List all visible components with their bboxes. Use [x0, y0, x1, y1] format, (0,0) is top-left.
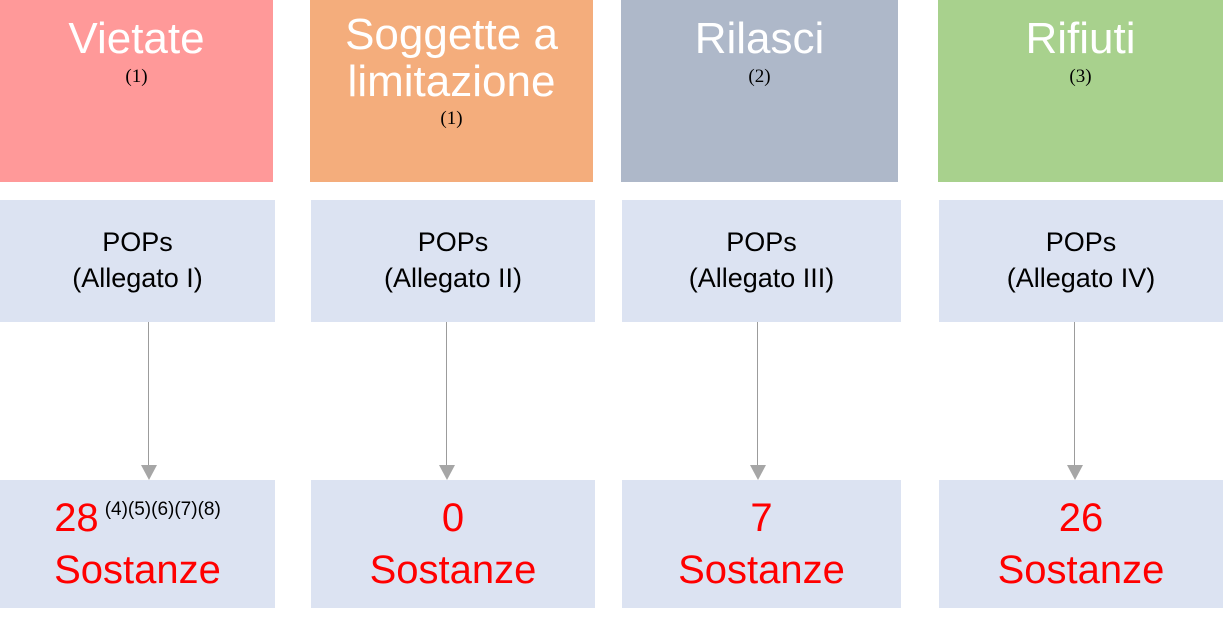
arrow-shaft: [757, 322, 758, 465]
annex-box-allegato-iv[interactable]: POPs (Allegato IV): [939, 200, 1223, 322]
annex-line-primary: POPs: [1045, 227, 1117, 258]
annex-line-secondary: (Allegato I): [72, 263, 203, 293]
arrow-shaft: [1074, 322, 1075, 465]
result-count-row: 28 (4)(5)(6)(7)(8): [54, 498, 221, 538]
result-box-rilasci[interactable]: 7 Sostanze: [622, 480, 901, 608]
result-footnote-refs: (4)(5)(6)(7)(8): [104, 499, 221, 520]
connector-arrow-vietate: [141, 322, 157, 480]
arrow-head-icon: [439, 465, 455, 480]
annex-line-primary: POPs: [726, 227, 797, 258]
arrow-shaft: [446, 322, 447, 465]
category-box-vietate[interactable]: Vietate (1): [0, 0, 273, 182]
connector-arrow-rifiuti: [1067, 322, 1083, 480]
result-count: 28: [54, 496, 99, 540]
category-footnote: (1): [125, 65, 148, 87]
annex-box-allegato-iii[interactable]: POPs (Allegato III): [622, 200, 901, 322]
result-box-vietate[interactable]: 28 (4)(5)(6)(7)(8) Sostanze: [0, 480, 275, 608]
result-count: 0: [441, 496, 465, 540]
result-unit-label: Sostanze: [678, 548, 845, 592]
arrow-head-icon: [1067, 465, 1083, 480]
result-count-row: 26: [1059, 498, 1104, 538]
result-unit-label: Sostanze: [369, 548, 537, 592]
arrow-head-icon: [750, 465, 766, 480]
category-title: Vietate: [68, 14, 205, 63]
annex-line-primary: POPs: [417, 227, 489, 258]
result-box-soggette-a-limitazione[interactable]: 0 Sostanze: [311, 480, 595, 608]
annex-line-secondary: (Allegato IV): [1006, 263, 1156, 293]
category-box-rilasci[interactable]: Rilasci (2): [621, 0, 898, 182]
connector-arrow-rilasci: [750, 322, 766, 480]
annex-line-secondary: (Allegato III): [688, 263, 835, 293]
category-footnote: (2): [748, 65, 771, 87]
annex-box-allegato-ii[interactable]: POPs (Allegato II): [311, 200, 595, 322]
result-count-row: 0: [442, 498, 464, 538]
category-title: Rifiuti: [1025, 14, 1136, 63]
annex-line-primary: POPs: [102, 227, 173, 258]
category-box-rifiuti[interactable]: Rifiuti (3): [938, 0, 1223, 182]
result-unit-label: Sostanze: [997, 548, 1165, 592]
category-title: Rilasci: [694, 14, 825, 63]
category-title: Soggette a limitazione: [345, 10, 558, 106]
result-count: 7: [750, 496, 773, 540]
connector-arrow-soggette-a-limitazione: [439, 322, 455, 480]
category-box-soggette-a-limitazione[interactable]: Soggette a limitazione (1): [310, 0, 593, 182]
category-footnote: (1): [440, 108, 463, 130]
result-count-row: 7: [750, 498, 772, 538]
annex-line-secondary: (Allegato II): [383, 263, 523, 293]
category-footnote: (3): [1069, 65, 1092, 87]
result-count: 26: [1058, 496, 1104, 540]
annex-box-allegato-i[interactable]: POPs (Allegato I): [0, 200, 275, 322]
result-box-rifiuti[interactable]: 26 Sostanze: [939, 480, 1223, 608]
arrow-head-icon: [141, 465, 157, 480]
result-unit-label: Sostanze: [54, 548, 221, 592]
arrow-shaft: [148, 322, 149, 465]
